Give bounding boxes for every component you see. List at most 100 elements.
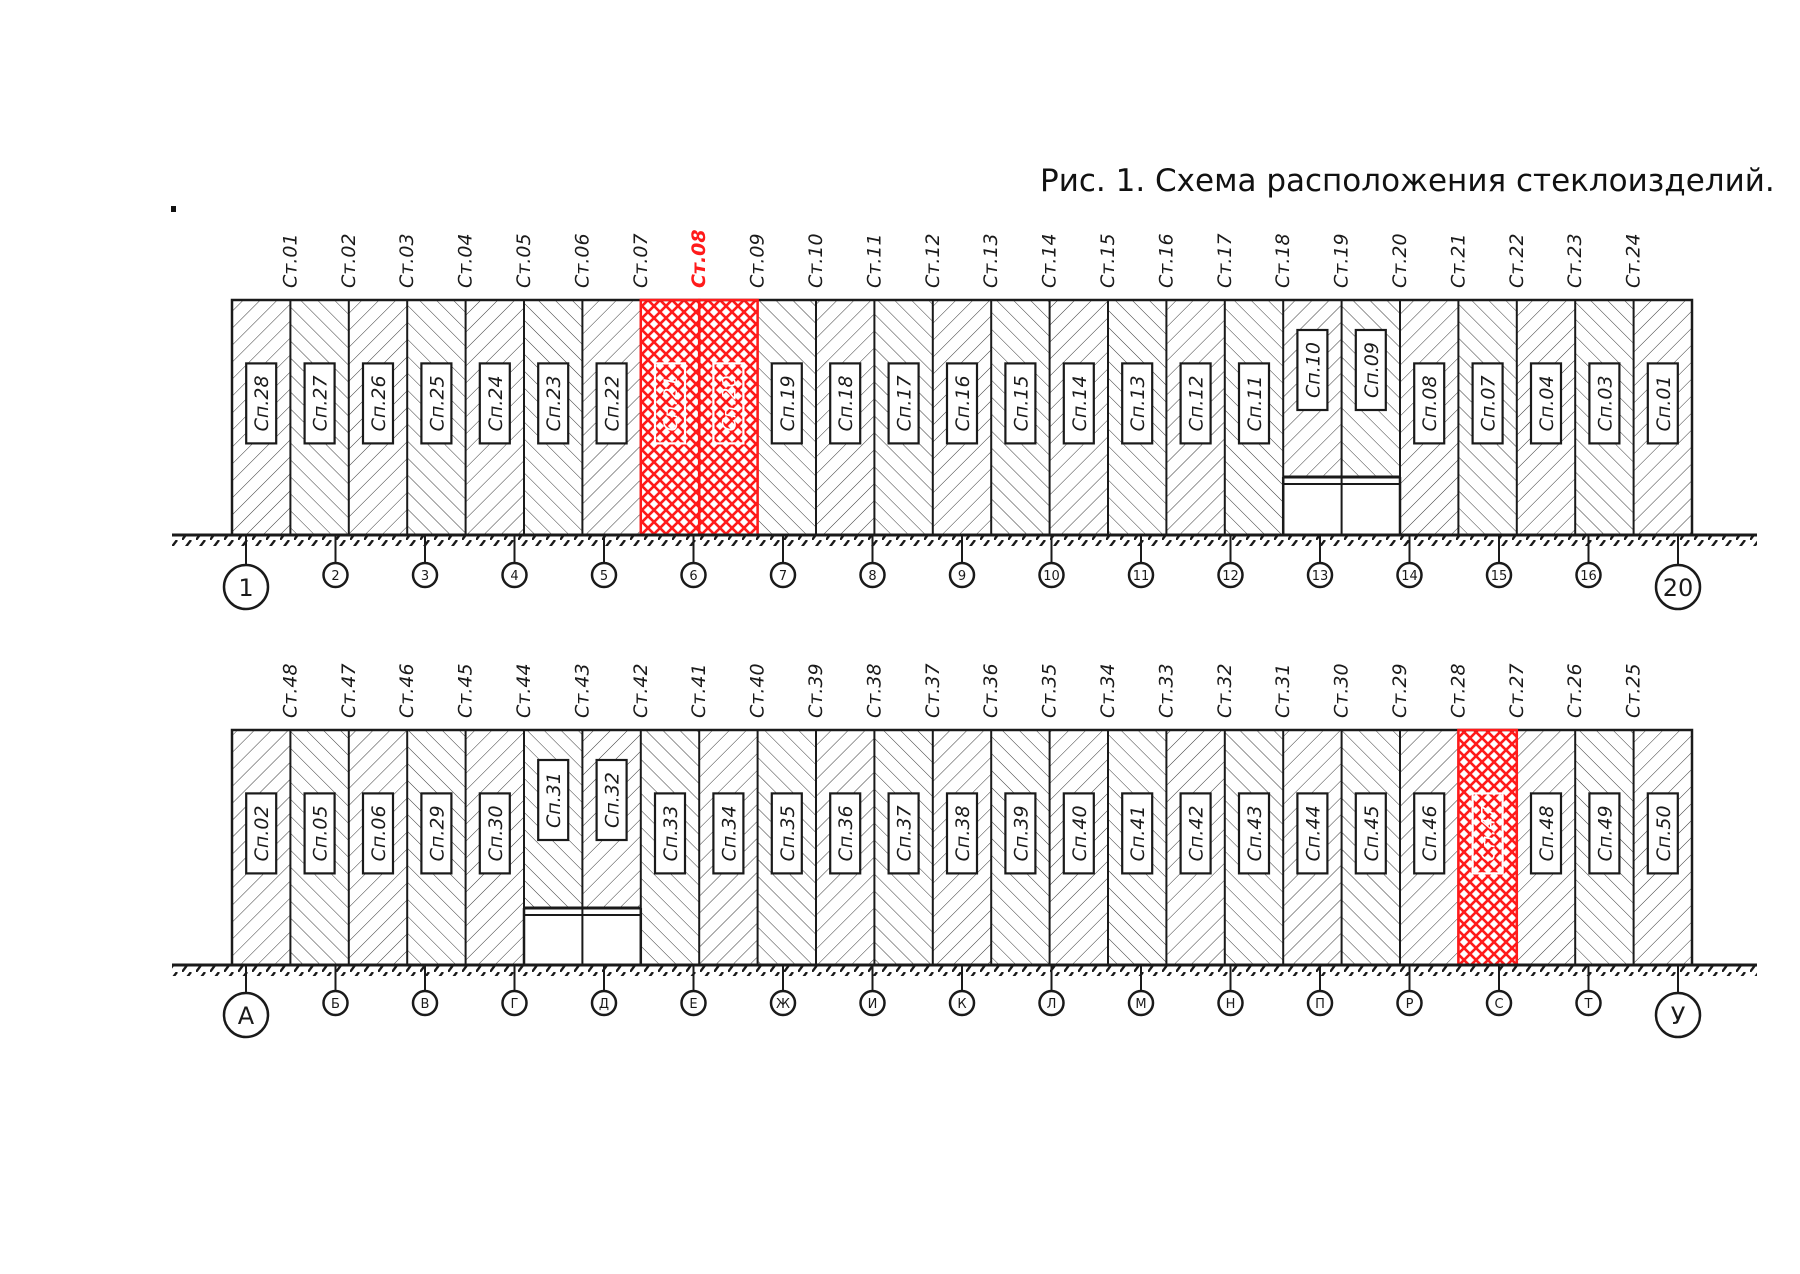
panel: Сп.22: [582, 300, 641, 535]
panel-label: Сп.47: [1478, 805, 1500, 861]
axis-marker: Б: [322, 965, 349, 1017]
axis-marker: А: [222, 965, 270, 1039]
panel-label: Сп.49: [1594, 805, 1616, 861]
axis-marker: 10: [1038, 535, 1065, 589]
panel-label-box: [1062, 792, 1095, 875]
panel-label: Сп.14: [1069, 375, 1091, 431]
axis-marker: Т: [1575, 965, 1602, 1017]
axis-bubble: [222, 563, 270, 611]
panel: Сп.09: [1341, 300, 1400, 535]
axis-bubble: [859, 561, 886, 589]
panel-label: Сп.33: [660, 805, 682, 861]
axis-bubble: [680, 989, 707, 1017]
axis-marker: 3: [411, 535, 439, 589]
panel-label: Сп.07: [1478, 375, 1500, 431]
axis-bubble: [501, 989, 528, 1017]
ground-hatch: [172, 964, 1757, 976]
panel: Сп.11: [1224, 300, 1284, 535]
axis-bubble: [1654, 563, 1702, 611]
panel: Сп.43: [1224, 730, 1284, 965]
panel: Сп.05: [290, 730, 349, 965]
glass-label: Ст.23: [1564, 233, 1586, 288]
panel-label-box: [245, 792, 278, 875]
glass-label: Ст.09: [747, 233, 769, 288]
panel: Сп.27: [290, 300, 349, 535]
door-opening: [582, 908, 641, 965]
axis-label: П: [1315, 997, 1325, 1012]
glass-label: Ст.26: [1564, 663, 1586, 718]
panel-label: Сп.15: [1010, 375, 1032, 431]
axis-marker: У: [1654, 965, 1702, 1039]
axis-marker: Л: [1038, 965, 1065, 1017]
panel: Сп.23: [524, 300, 583, 535]
axis-marker: М: [1127, 965, 1155, 1017]
panel: Сп.44: [1283, 730, 1342, 965]
panel: Сп.06: [348, 730, 408, 965]
glass-label: Ст.46: [396, 663, 418, 718]
panel: Сп.48: [1516, 730, 1576, 965]
panel-label-box: [887, 362, 920, 445]
axis-marker: 13: [1306, 535, 1334, 589]
panel-label-box: [1646, 792, 1679, 875]
panel-label-box: [1179, 792, 1212, 875]
axis-bubble: [1127, 989, 1155, 1017]
glass-label: Ст.37: [922, 663, 944, 718]
panel-label: Сп.11: [1244, 375, 1266, 431]
panel-label-box: [245, 362, 278, 445]
glass-label: Ст.30: [1331, 663, 1353, 718]
axis-label: В: [421, 997, 430, 1012]
panel: Сп.24: [465, 300, 524, 535]
glass-label: Ст.32: [1214, 663, 1236, 718]
axis-bubble: [1396, 989, 1423, 1017]
panel: Сп.40: [1049, 730, 1108, 965]
axis-marker: 14: [1396, 535, 1423, 589]
axis-label: Ж: [776, 997, 790, 1012]
panel-label: Сп.40: [1069, 805, 1091, 861]
axis-marker: П: [1306, 965, 1334, 1017]
panel: Сп.07: [1458, 300, 1517, 535]
axis-marker: Г: [501, 965, 528, 1017]
axis-bubble: [1306, 989, 1334, 1017]
panel-label: Сп.29: [426, 805, 448, 861]
axis-bubble: [1575, 989, 1602, 1017]
panel-label: Сп.16: [952, 375, 974, 431]
glass-label: Ст.47: [338, 663, 360, 718]
axis-bubble: [322, 561, 349, 589]
glass-label: Ст.05: [513, 233, 535, 288]
panel-fill: [1458, 730, 1517, 965]
axis-label: А: [238, 1002, 255, 1030]
glass-label: Ст.22: [1506, 233, 1528, 288]
panel: Сп.29: [407, 730, 466, 965]
door-opening: [524, 908, 583, 965]
panel-label-box: [303, 362, 336, 445]
glass-label: Ст.39: [805, 663, 827, 718]
glass-label: Ст.24: [1623, 233, 1645, 288]
panel: Сп.03: [1575, 300, 1634, 535]
axis-label: Е: [689, 997, 697, 1012]
axis-label: 11: [1133, 569, 1150, 584]
axis-marker: 11: [1127, 535, 1155, 589]
panel-label: Сп.22: [602, 375, 624, 431]
axis-marker: Р: [1396, 965, 1423, 1017]
panel-label-box: [770, 792, 803, 875]
panel-label: Сп.24: [485, 375, 507, 431]
axis-label: 3: [421, 569, 429, 584]
panel: Сп.33: [640, 730, 700, 965]
panel-label-box: [1471, 362, 1504, 445]
panel: Сп.26: [348, 300, 408, 535]
panel-label-box: [478, 362, 511, 445]
glass-label: Ст.35: [1039, 663, 1061, 718]
panel-label: Сп.27: [310, 375, 332, 431]
panel: Сп.25: [407, 300, 466, 535]
ground-hatch: [172, 534, 1757, 546]
panel: Сп.12: [1166, 300, 1225, 535]
axis-label: 13: [1312, 569, 1329, 584]
axis-label: 9: [958, 569, 966, 584]
panel-label: Сп.28: [251, 375, 273, 431]
glass-label: Ст.02: [338, 233, 360, 288]
panel-label: Сп.09: [1361, 342, 1383, 398]
axis-marker: 5: [590, 535, 618, 589]
panel: Сп.30: [465, 730, 524, 965]
glass-label: Ст.31: [1272, 663, 1294, 718]
glass-label: Ст.48: [279, 663, 301, 718]
